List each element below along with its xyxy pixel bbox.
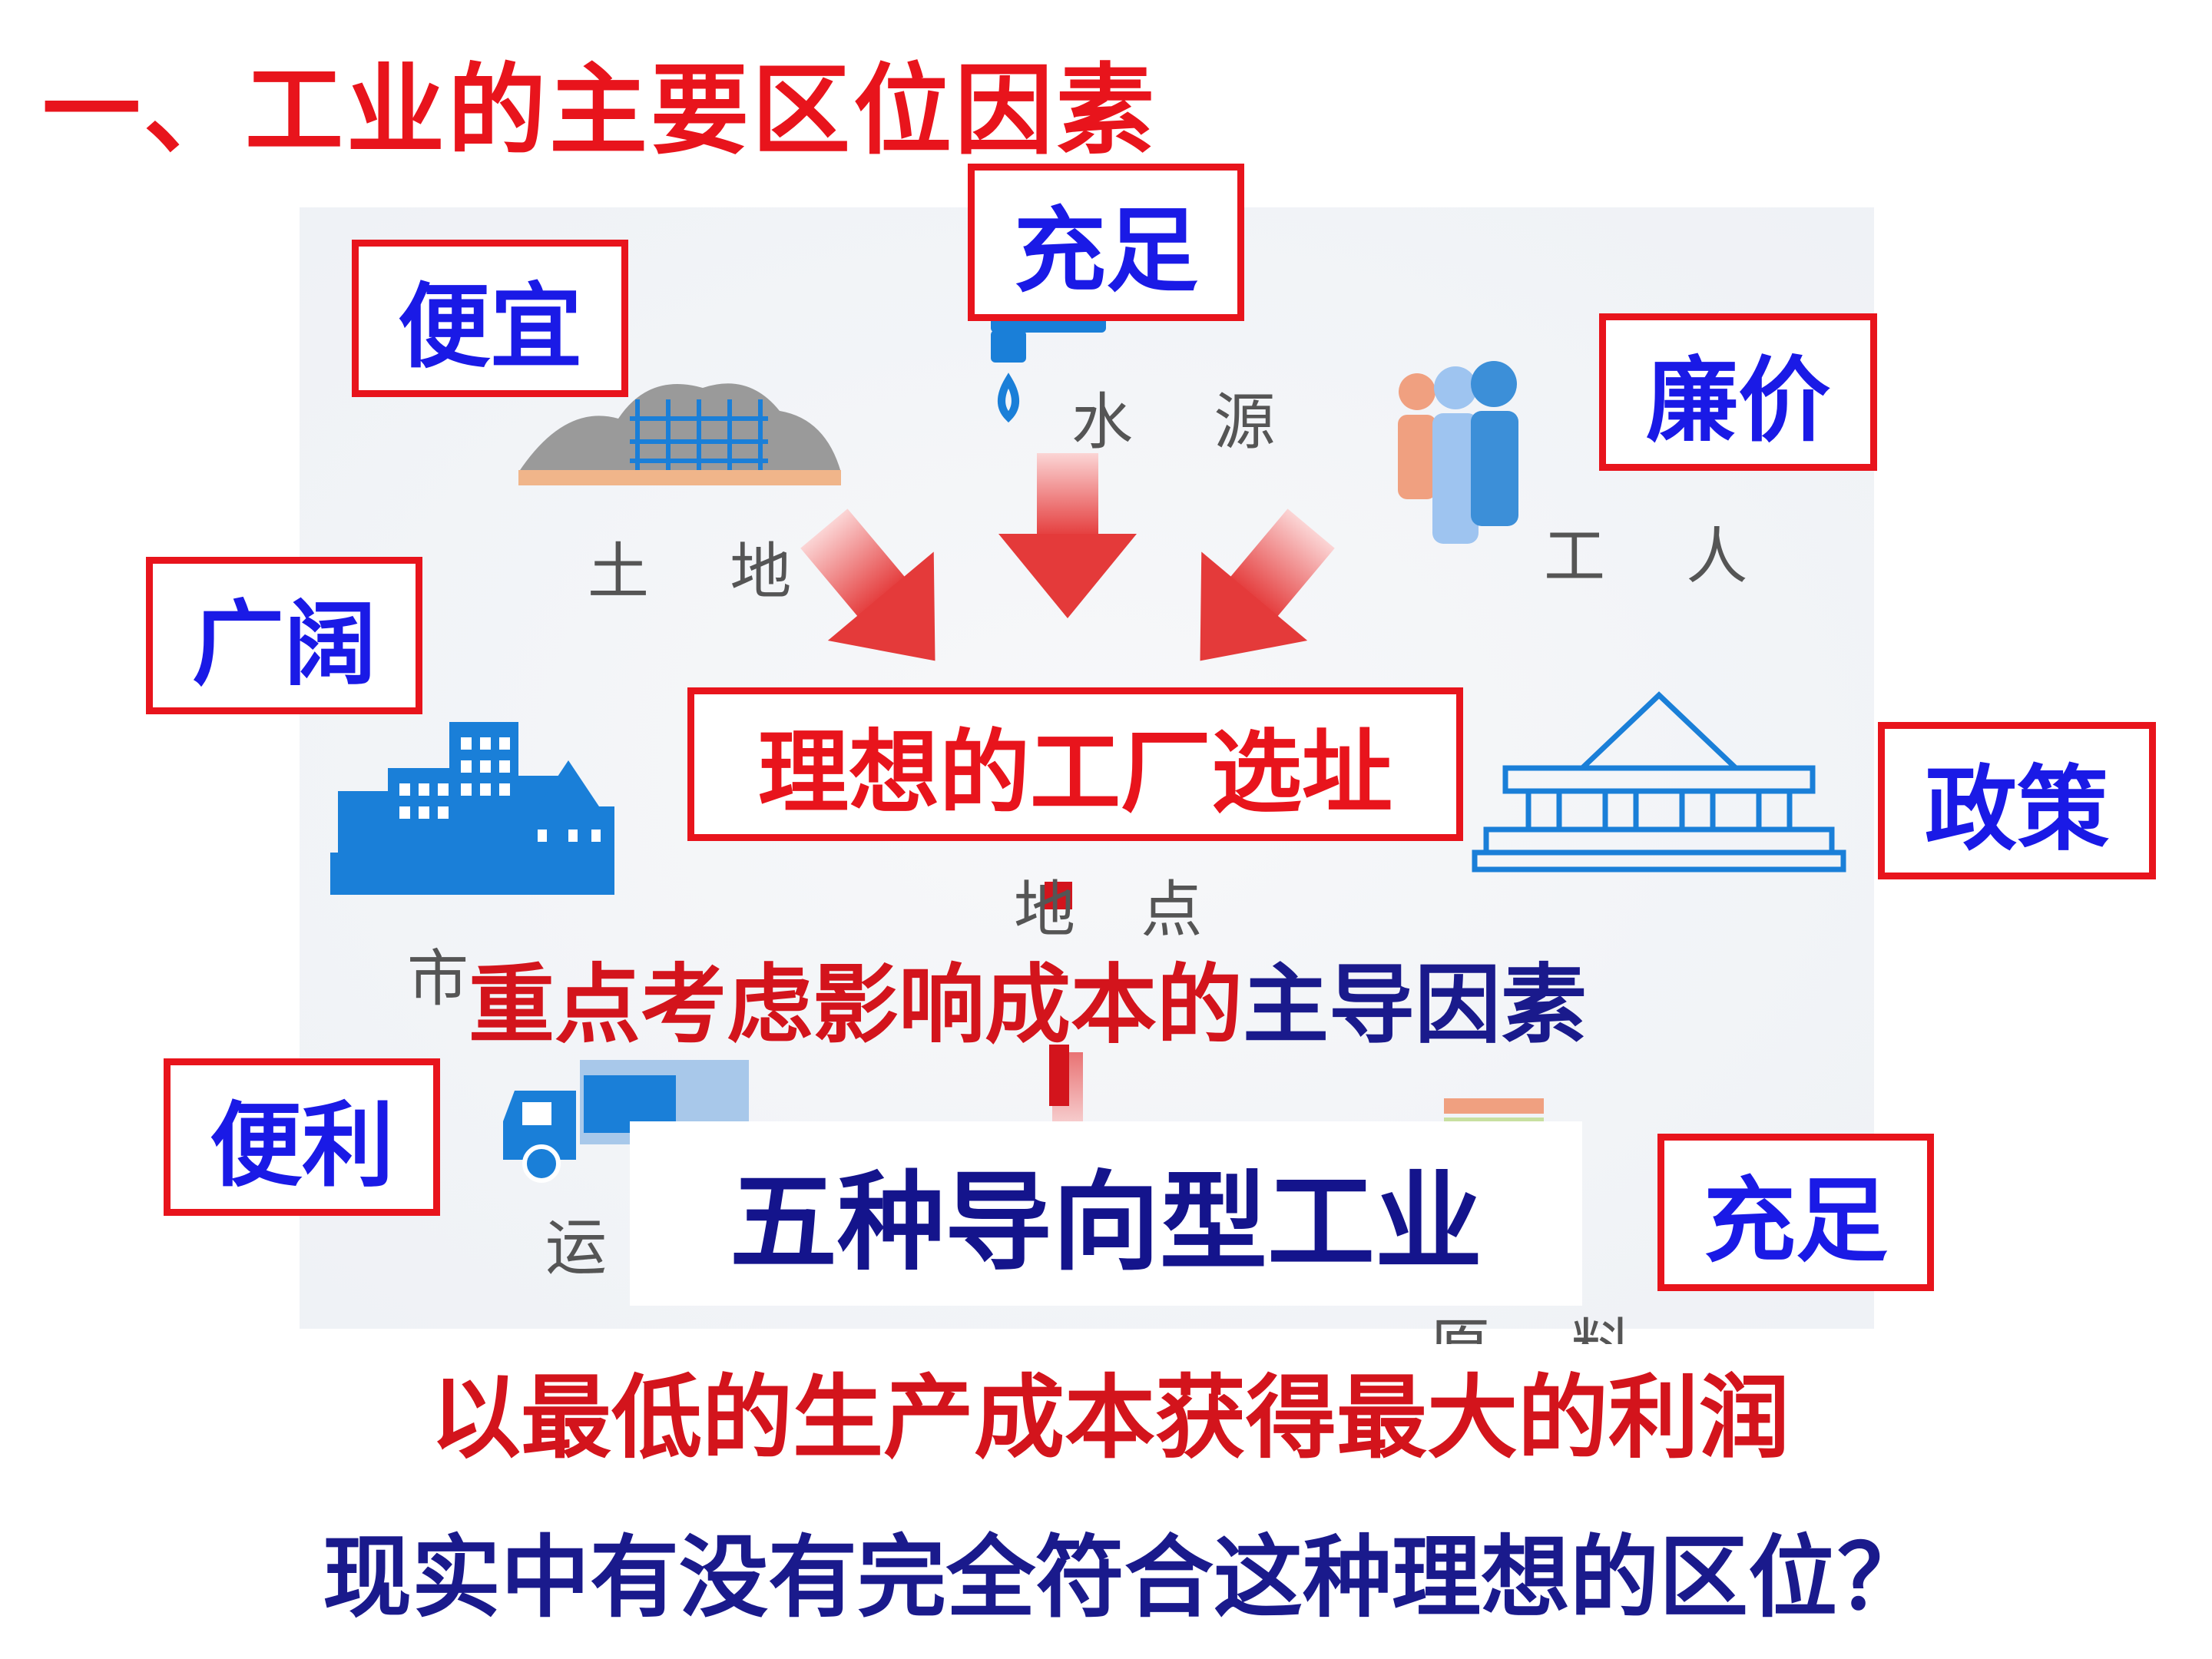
raw-material-tag: 充足 bbox=[1657, 1134, 1934, 1291]
five-oriented-industries-box: 五种导向型工业 bbox=[630, 1121, 1582, 1306]
workers-icon bbox=[1398, 361, 1518, 544]
land-label: 土 地 bbox=[588, 536, 823, 608]
site-label: 地 点 bbox=[1014, 874, 1226, 945]
arrow-from-water bbox=[998, 453, 1137, 618]
dominant-factor-line: 重点考虑影响成本的主导因素 bbox=[469, 935, 1587, 1060]
water-tag: 充足 bbox=[968, 164, 1244, 321]
water-source-label: 水 源 bbox=[1071, 386, 1306, 458]
ideal-factory-site-box: 理想的工厂选址 bbox=[687, 687, 1463, 841]
transport-tag: 便利 bbox=[164, 1058, 440, 1216]
focus-text-navy: 主导因素 bbox=[1243, 955, 1587, 1055]
policy-tag: 政策 bbox=[1878, 722, 2156, 879]
goal-line: 以最低的生产成本获得最大的利润 bbox=[430, 1365, 1790, 1471]
land-hill-icon bbox=[518, 383, 841, 485]
labor-label: 工 人 bbox=[1544, 521, 1779, 592]
raw-material-label: 原 料 bbox=[1429, 1298, 1663, 1344]
page-title: 一、工业的主要区位因素 bbox=[42, 54, 1158, 168]
arrow-from-labor bbox=[1200, 508, 1335, 661]
transport-label: 运 bbox=[545, 1212, 637, 1283]
focus-text-red: 重点考虑影响成本的 bbox=[469, 955, 1243, 1055]
government-building-icon bbox=[1472, 691, 1846, 873]
city-buildings-icon bbox=[330, 722, 614, 895]
labor-tag: 廉价 bbox=[1599, 313, 1877, 471]
market-tag: 广阔 bbox=[146, 557, 422, 714]
arrow-from-land bbox=[800, 508, 935, 661]
market-label: 市 bbox=[407, 943, 499, 1015]
land-tag: 便宜 bbox=[352, 240, 628, 397]
question-line: 现实中有没有完全符合这种理想的区位？ bbox=[323, 1526, 1926, 1630]
